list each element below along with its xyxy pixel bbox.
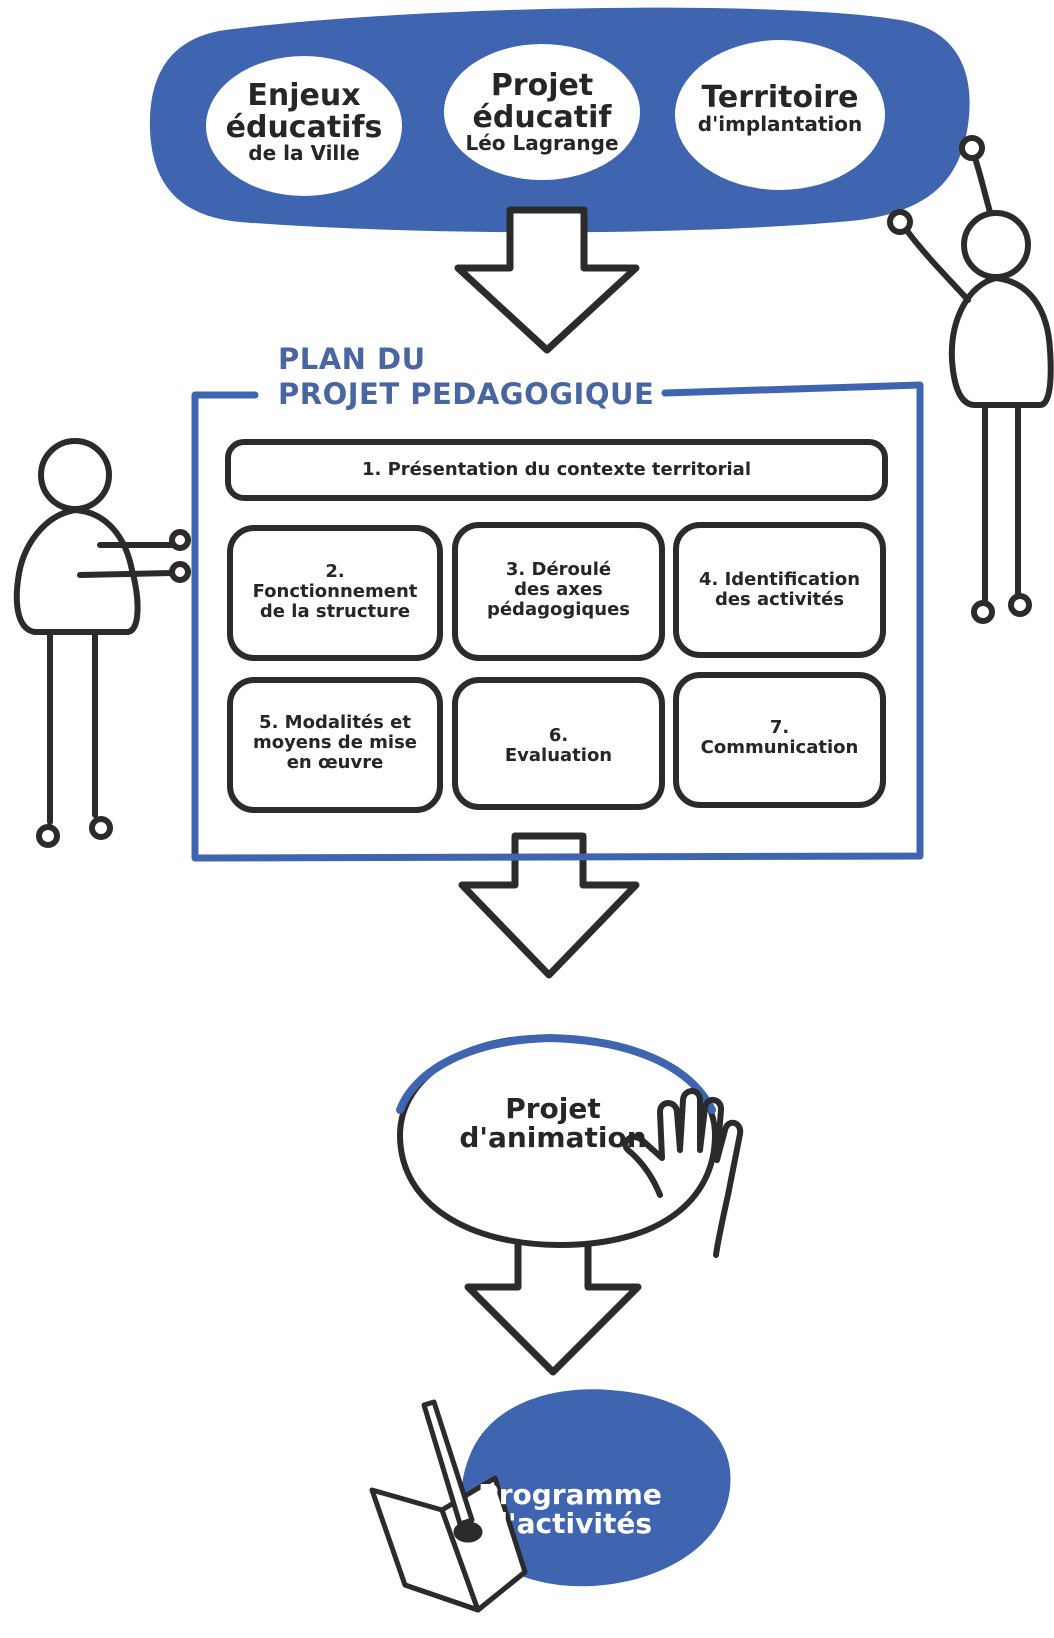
section-5-label: 5. Modalités et moyens de mise en œuvre [230, 712, 440, 774]
section-5-line-1: 5. Modalités et [259, 712, 411, 733]
section-4-line-2: des activités [714, 589, 845, 611]
bubble-enjeux-line-2: éducatifs [225, 109, 383, 145]
section-6-label: 6. Evaluation [455, 725, 662, 767]
programme-line-2: d'activités [488, 1507, 652, 1541]
section-1-text: 1. Présentation du contexte territorial [361, 459, 751, 480]
section-1-label: 1. Présentation du contexte territorial [228, 459, 885, 480]
stick-figure-left [13, 438, 191, 848]
section-2-line-1: 2. [325, 561, 345, 582]
programme-group [369, 1389, 731, 1613]
plan-frame [191, 381, 924, 862]
bubble-enjeux-sub: de la Ville [248, 141, 360, 165]
section-7-line-2: Communication [700, 737, 859, 759]
plan-title-line-1: PLAN DU [278, 342, 426, 376]
programme-label: Programme d'activités [470, 1480, 670, 1539]
section-7-box [673, 672, 886, 808]
section-3-label: 3. Déroulé des axes pédagogiques [455, 559, 662, 621]
section-1-box [225, 439, 888, 501]
bubble-enjeux-line-1: Enjeux [247, 78, 361, 113]
stick-figure-right [887, 135, 1054, 624]
section-7-label: 7. Communication [676, 717, 883, 759]
hand-icon [622, 1088, 744, 1258]
pen-icon [421, 1399, 483, 1543]
section-4-box [673, 522, 886, 658]
plan-title: PLAN DU PROJET PEDAGOGIQUE [278, 342, 654, 412]
bubble-territoire-sub: d'implantation [697, 111, 863, 136]
section-5-line-2: moyens de mise [252, 732, 418, 754]
arrow-down-1 [454, 206, 640, 354]
section-4-label: 4. Identification des activités [676, 569, 883, 611]
bubble-territoire-label: Territoire d'implantation [680, 82, 880, 135]
animation-line-2: d'animation [459, 1121, 647, 1155]
plan-title-line-2: PROJET PEDAGOGIQUE [278, 376, 655, 411]
section-3-line-3: pédagogiques [486, 599, 631, 621]
section-2-line-2: Fonctionnement [252, 581, 418, 603]
arrow-down-2 [458, 832, 640, 979]
bubble-projet-line-2: éducatif [472, 99, 612, 135]
animation-line-1: Projet [505, 1092, 601, 1125]
bubble-projet-line-1: Projet [490, 68, 594, 103]
programme-blob [461, 1389, 731, 1587]
programme-line-1: Programme [478, 1478, 662, 1511]
section-3-line-1: 3. Déroulé [505, 559, 612, 580]
section-5-box [227, 677, 443, 813]
top-banner [149, 7, 970, 233]
section-2-label: 2. Fonctionnement de la structure [230, 561, 440, 623]
section-4-line-1: 4. Identification [698, 569, 861, 590]
section-7-line-1: 7. [769, 717, 790, 738]
bubble-projet-sub: Léo Lagrange [465, 131, 619, 155]
bubble-enjeux [206, 56, 402, 196]
bubble-projet-educatif [444, 44, 640, 180]
bubble-territoire-line-1: Territoire [701, 80, 859, 115]
bubble-enjeux-label: Enjeux éducatifs de la Ville [214, 80, 394, 164]
section-5-line-3: en œuvre [286, 752, 384, 774]
section-6-line-1: 6. [548, 725, 569, 746]
section-2-line-3: de la structure [259, 601, 411, 623]
arrow-down-3 [464, 1236, 642, 1376]
section-3-line-2: des axes [514, 579, 603, 601]
section-6-line-2: Evaluation [504, 745, 613, 767]
section-3-box [452, 522, 665, 661]
bubble-territoire [675, 40, 885, 190]
animation-group [396, 1033, 744, 1258]
section-6-box [452, 677, 665, 810]
section-2-box [227, 525, 443, 661]
animation-ellipse-accent [396, 1033, 716, 1114]
bubble-projet-educatif-label: Projet éducatif Léo Lagrange [450, 70, 634, 154]
animation-label: Projet d'animation [440, 1094, 666, 1153]
